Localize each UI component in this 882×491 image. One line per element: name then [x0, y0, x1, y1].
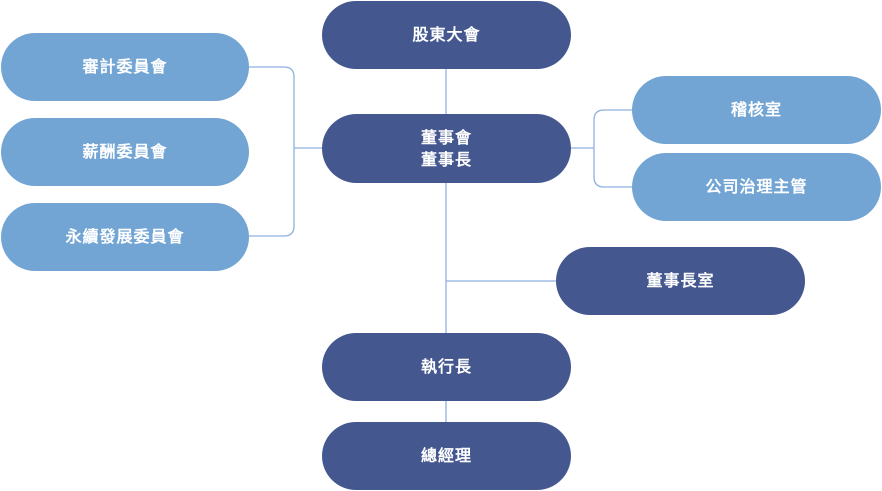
- node-sustainability-committee: 永續發展委員會: [1, 203, 249, 271]
- node-audit-office: 稽核室: [632, 76, 881, 144]
- node-audit-committee: 審計委員會: [1, 33, 249, 101]
- node-label: 公司治理主管: [705, 177, 808, 196]
- connector-audit-governance: [571, 109, 633, 188]
- node-shareholders-meeting: 股東大會: [322, 1, 571, 69]
- node-label: 稽核室: [730, 100, 782, 119]
- node-label: 薪酬委員會: [82, 142, 168, 161]
- node-general-manager: 總經理: [322, 422, 571, 490]
- node-label: 總經理: [420, 446, 472, 465]
- node-chairman-office: 董事長室: [556, 247, 805, 315]
- node-board-of-directors: 董事會 董事長: [322, 114, 571, 183]
- node-governance-officer: 公司治理主管: [632, 153, 881, 221]
- node-label: 股東大會: [412, 25, 481, 44]
- node-label: 審計委員會: [82, 57, 168, 76]
- node-ceo: 執行長: [322, 333, 571, 401]
- node-label: 董事長室: [646, 271, 715, 290]
- connector-committees: [248, 66, 322, 237]
- node-label: 永續發展委員會: [65, 227, 185, 246]
- node-label-line2: 董事長: [420, 149, 472, 169]
- node-label: 執行長: [420, 357, 472, 376]
- node-remuneration-committee: 薪酬委員會: [1, 118, 249, 186]
- node-label-line1: 董事會: [420, 127, 472, 147]
